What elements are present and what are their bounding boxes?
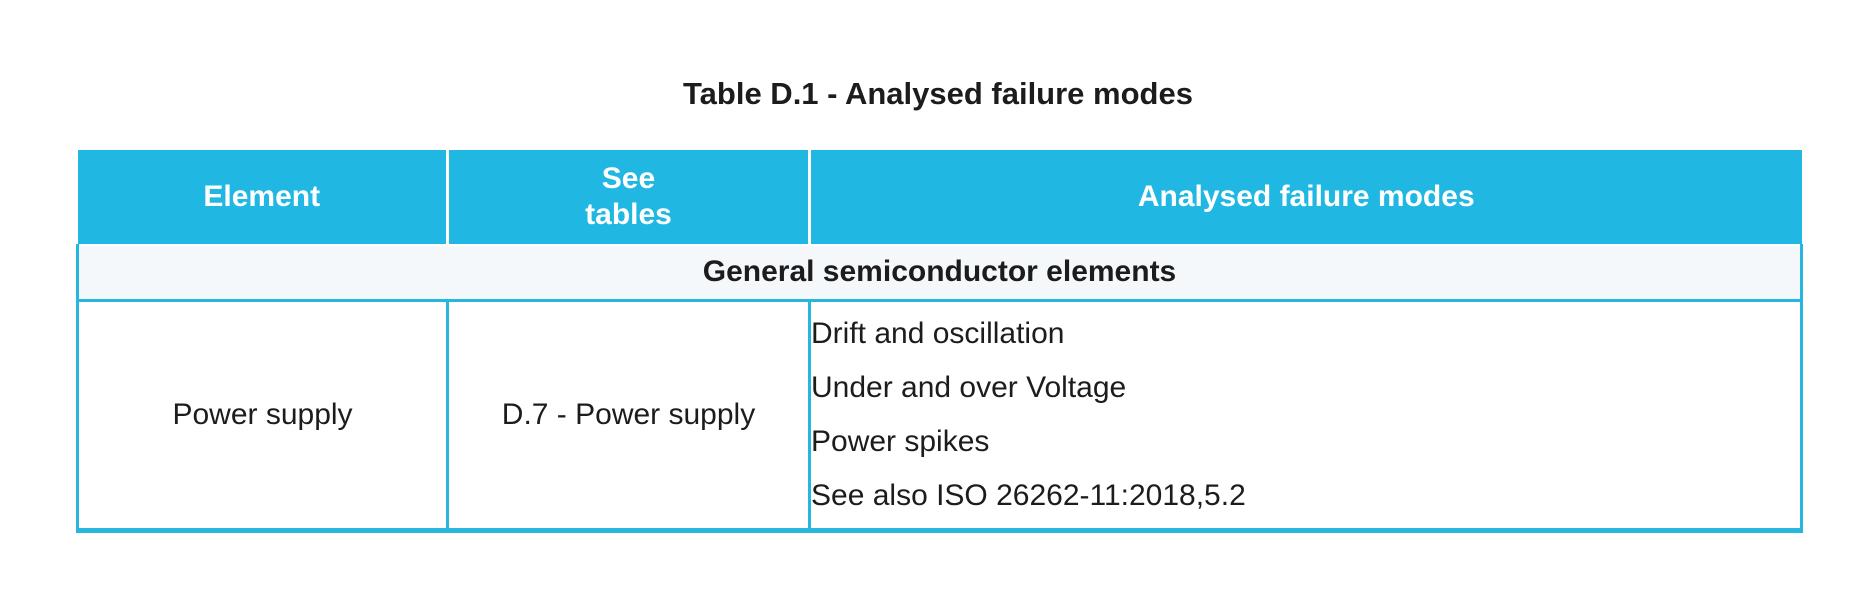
failure-modes-list: Drift and oscillation Under and over Vol…: [811, 307, 1800, 523]
failure-modes-table: Element See tables Analysed failure mode…: [76, 150, 1803, 533]
failure-mode-item: See also ISO 26262-11:2018,5.2: [811, 478, 1246, 512]
section-header-cell: General semiconductor elements: [76, 244, 1803, 302]
column-header-element: Element: [77, 150, 449, 245]
failure-mode-item: Under and over Voltage: [811, 370, 1127, 404]
column-header-analysed-failure-modes: Analysed failure modes: [809, 150, 1802, 245]
cell-failure-modes: Drift and oscillation Under and over Vol…: [808, 300, 1803, 533]
table-caption: Table D.1 - Analysed failure modes: [683, 76, 1193, 111]
failure-mode-item: Drift and oscillation: [811, 316, 1065, 350]
section-header-row: General semiconductor elements: [76, 244, 1803, 302]
table-header-row: Element See tables Analysed failure mode…: [77, 150, 1802, 245]
cell-element: Power supply: [76, 300, 449, 533]
failure-mode-item: Power spikes: [811, 424, 990, 458]
cell-see-tables: D.7 - Power supply: [446, 300, 811, 533]
column-header-see-tables: See tables: [447, 150, 811, 245]
table-row: Power supply D.7 - Power supply Drift an…: [76, 300, 1803, 533]
